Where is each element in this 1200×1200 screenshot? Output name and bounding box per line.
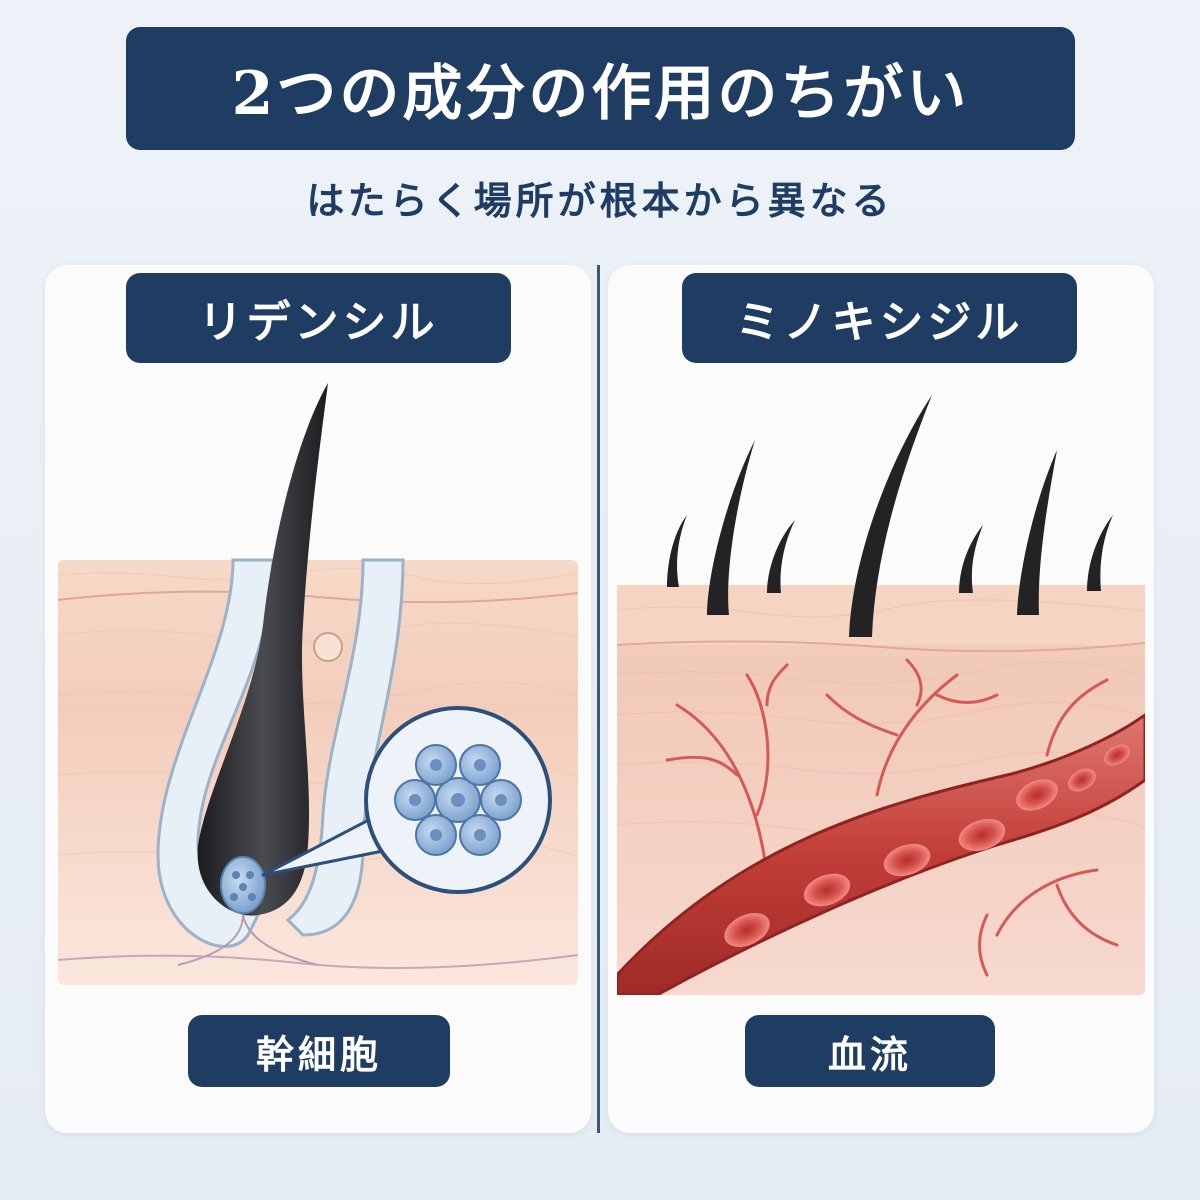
label-minoxidil: ミノキシジル: [682, 273, 1077, 363]
title-banner: 2つの成分の作用のちがい: [126, 27, 1075, 150]
red-blood-cells: [724, 744, 1130, 947]
caption-stem-cell: 幹細胞: [188, 1015, 450, 1087]
capillaries: [665, 658, 1119, 977]
blood-vessel-illustration: [617, 395, 1145, 995]
stem-cell-zoom-icon: [364, 706, 552, 894]
blood-vessel-icon: [617, 713, 1145, 995]
hair-shaft-icon: [197, 383, 328, 916]
panel-divider: [597, 265, 600, 1133]
hair-follicle-illustration: [58, 383, 578, 985]
page-subtitle: はたらく場所が根本から異なる: [306, 179, 894, 223]
caption-blood-flow: 血流: [745, 1015, 995, 1087]
dermal-papilla: [220, 856, 266, 914]
label-redensyl: リデンシル: [126, 273, 511, 363]
follicle-sheath: [156, 558, 405, 948]
page-title: 2つの成分の作用のちがい: [231, 59, 970, 129]
hair-icons: [667, 395, 1113, 637]
